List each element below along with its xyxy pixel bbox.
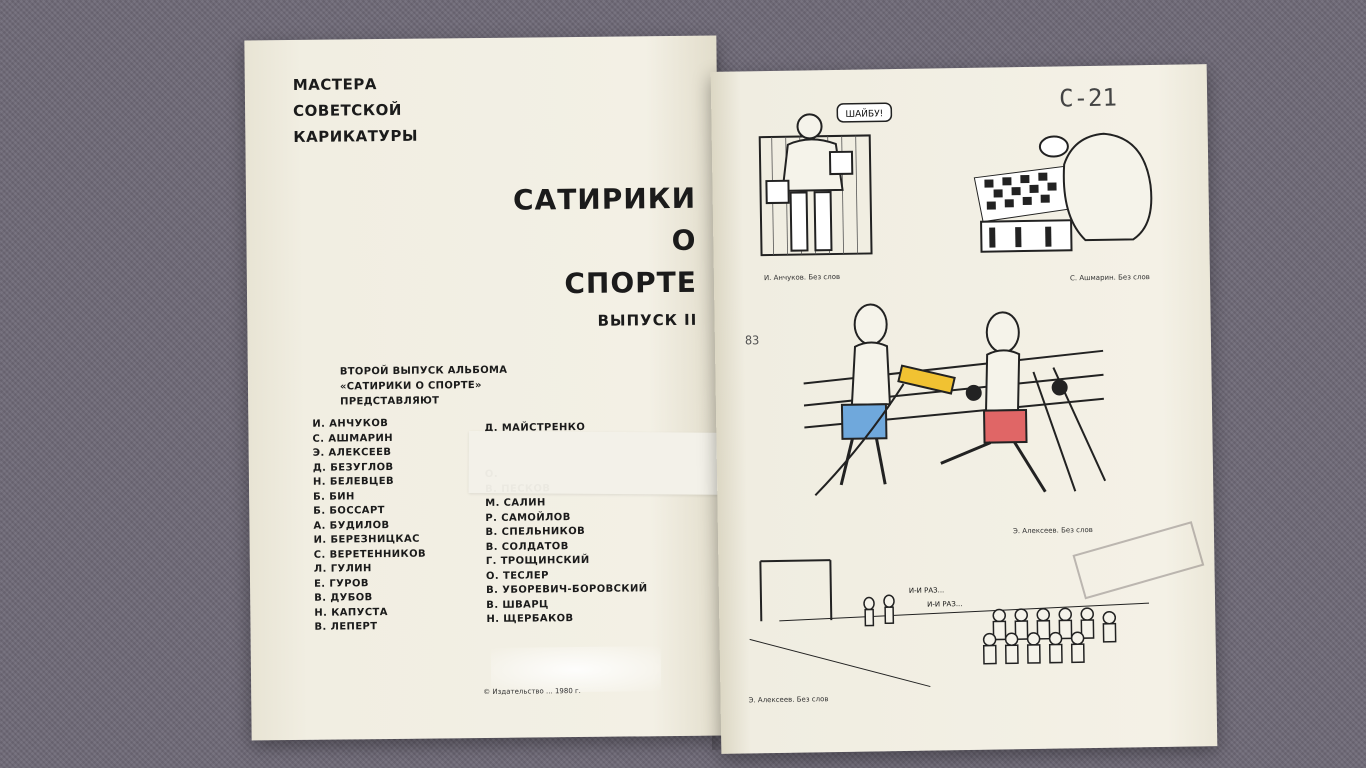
margin-number: 83 [744,333,760,348]
intro-line: «САТИРИКИ О СПОРТЕ» [339,380,482,393]
speech-bubble-text: ШАЙБУ! [845,107,883,120]
author-name: В. ДУБОВ [314,592,373,604]
author-name: И. АНЧУКОВ [312,418,389,430]
copyright-line: © Издательство ... 1980 г. [483,687,581,697]
book-title-line-1: САТИРИКИ [512,181,697,217]
book-title-line-3: СПОРТЕ [564,265,698,301]
author-name: Н. БЕЛЕВЦЕВ [312,475,395,488]
intro-line: ВТОРОЙ ВЫПУСК АЛЬБОМА [339,364,508,378]
series-line: МАСТЕРА [292,75,378,94]
author-name: С. АШМАРИН [312,432,394,445]
intro-line: ПРЕДСТАВЛЯЮТ [340,395,440,408]
series-title: МАСТЕРА СОВЕТСКОЙ КАРИКАТУРЫ [293,71,418,150]
paper-patch [468,430,720,495]
author-name: Б. БОССАРТ [313,505,385,517]
author-name: Э. АЛЕКСЕЕВ [312,446,392,459]
authors-column-1: И. АНЧУКОВ С. АШМАРИН Э. АЛЕКСЕЕВ Д. БЕЗ… [312,417,427,636]
author-name: В. УБОРЕВИЧ-БОРОВСКИЙ [486,583,648,596]
erased-mark [490,646,662,693]
caption-chess: С. Ашмарин. Без слов [1069,273,1150,283]
handwritten-reference: С-21 [1058,83,1118,113]
book-title-line-2: О [671,223,697,258]
author-name: Н. КАПУСТА [314,606,388,619]
author-name: Д. БЕЗУГЛОВ [312,461,394,474]
series-line: СОВЕТСКОЙ [292,100,402,120]
series-line: КАРИКАТУРЫ [293,126,419,146]
runner-chant-2: И-И РАЗ... [927,600,963,609]
race-illustration: И-И РАЗ... И-И РАЗ... [749,559,1150,688]
author-name: Б. БИН [313,490,355,503]
boxing-illustration [803,303,1107,497]
caption-race: Э. Алексеев. Без слов [748,695,829,705]
author-name: А. БУДИЛОВ [313,519,390,532]
issue-number: ВЫПУСК II [597,310,698,330]
right-page: С-21 83 ШАЙБУ! И. Анчуков. Без слов [710,64,1218,754]
author-name: Л. ГУЛИН [313,563,372,575]
left-page: МАСТЕРА СОВЕТСКОЙ КАРИКАТУРЫ САТИРИКИ О … [244,35,724,741]
caption-hockey: И. Анчуков. Без слов [763,272,841,283]
hockey-goalie-illustration: ШАЙБУ! [758,102,893,257]
author-name: И. БЕРЕЗНИЦКАС [313,533,420,546]
intro-text: ВТОРОЙ ВЫПУСК АЛЬБОМА «САТИРИКИ О СПОРТЕ… [340,363,508,410]
author-name: С. ВЕРЕТЕННИКОВ [313,548,427,561]
runner-chant-1: И-И РАЗ... [909,586,945,595]
chess-player-illustration [973,132,1153,253]
author-name: В. ЛЕПЕРТ [314,621,378,633]
author-name: Н. ЩЕРБАКОВ [486,613,574,625]
author-name: Е. ГУРОВ [313,577,369,590]
